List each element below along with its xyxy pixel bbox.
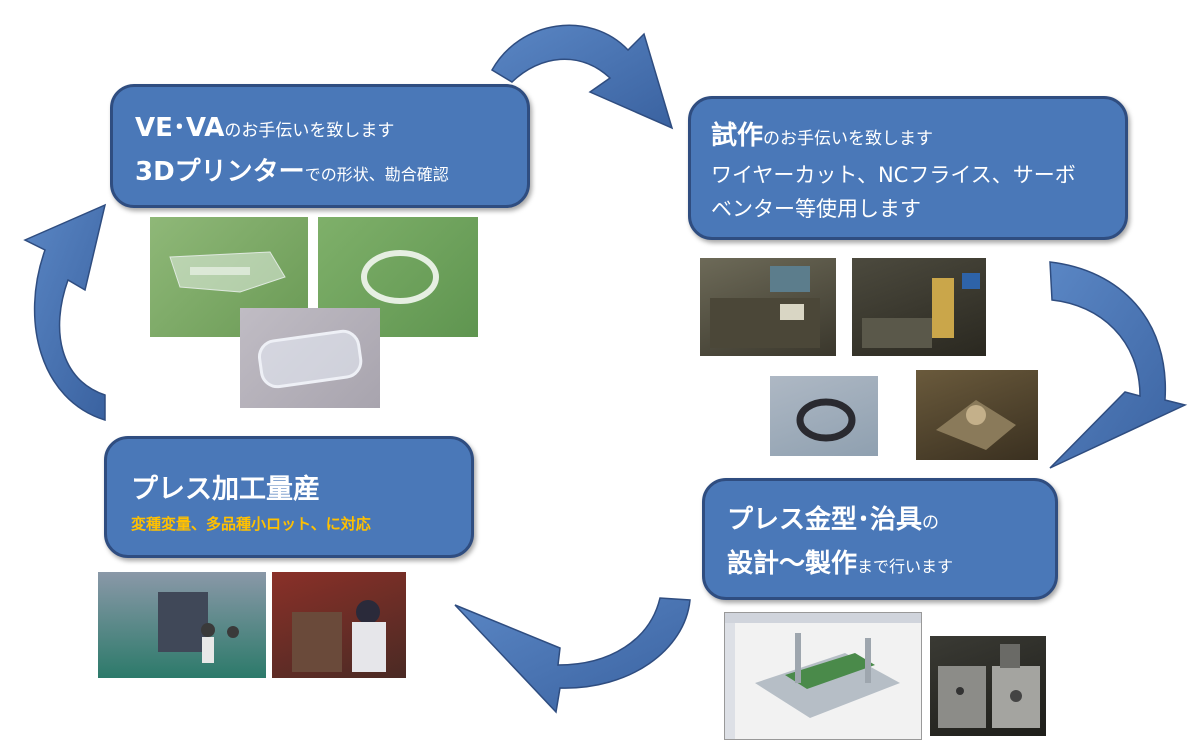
photo-press-operator xyxy=(272,572,406,678)
photo-nc-milling-machine xyxy=(852,258,986,356)
shisaku-title-suffix: のお手伝いを致します xyxy=(763,129,934,149)
veva-3d-printer: 3Dプリンター xyxy=(135,157,305,187)
veva-title: VE･VA xyxy=(135,113,225,143)
arrow-left xyxy=(23,203,107,422)
shisaku-title: 試作 xyxy=(711,121,764,151)
arrow-bottom xyxy=(454,597,691,714)
press-subtitle: 変種変量、多品種小ロット、に対応 xyxy=(131,515,371,533)
veva-3d-printer-suffix: での形状、勘合確認 xyxy=(304,165,449,184)
kanagata-title-suffix: の xyxy=(922,513,940,533)
photo-metal-ring xyxy=(770,376,878,456)
kanagata-design-suffix: まで行います xyxy=(857,557,954,576)
shisaku-line3: ベンター等使用します xyxy=(711,197,921,221)
kanagata-design: 設計～製作 xyxy=(727,549,858,579)
shisaku-line2: ワイヤーカット、NCフライス、サーボ xyxy=(711,163,1076,187)
photo-cad-die-design xyxy=(724,612,922,740)
photo-die-plates xyxy=(930,636,1046,736)
arrow-right xyxy=(1049,261,1188,469)
photo-wire-cut-machine xyxy=(700,258,836,356)
photo-transparent-case xyxy=(240,308,380,408)
press-box: プレス加工量産 変種変量、多品種小ロット、に対応 xyxy=(104,436,474,558)
shisaku-box: 試作のお手伝いを致します ワイヤーカット、NCフライス、サーボ ベンター等使用し… xyxy=(688,96,1128,240)
press-title: プレス加工量産 xyxy=(131,474,320,505)
kanagata-title: プレス金型･治具 xyxy=(727,505,923,535)
veva-box: VE･VAのお手伝いを致します 3Dプリンターでの形状、勘合確認 xyxy=(110,84,530,208)
photo-press-line-workers xyxy=(98,572,266,678)
arrow-top xyxy=(490,24,674,130)
veva-title-suffix: のお手伝いを致します xyxy=(224,121,395,141)
photo-servo-bender xyxy=(916,370,1038,460)
kanagata-box: プレス金型･治具の 設計～製作まで行います xyxy=(702,478,1058,600)
